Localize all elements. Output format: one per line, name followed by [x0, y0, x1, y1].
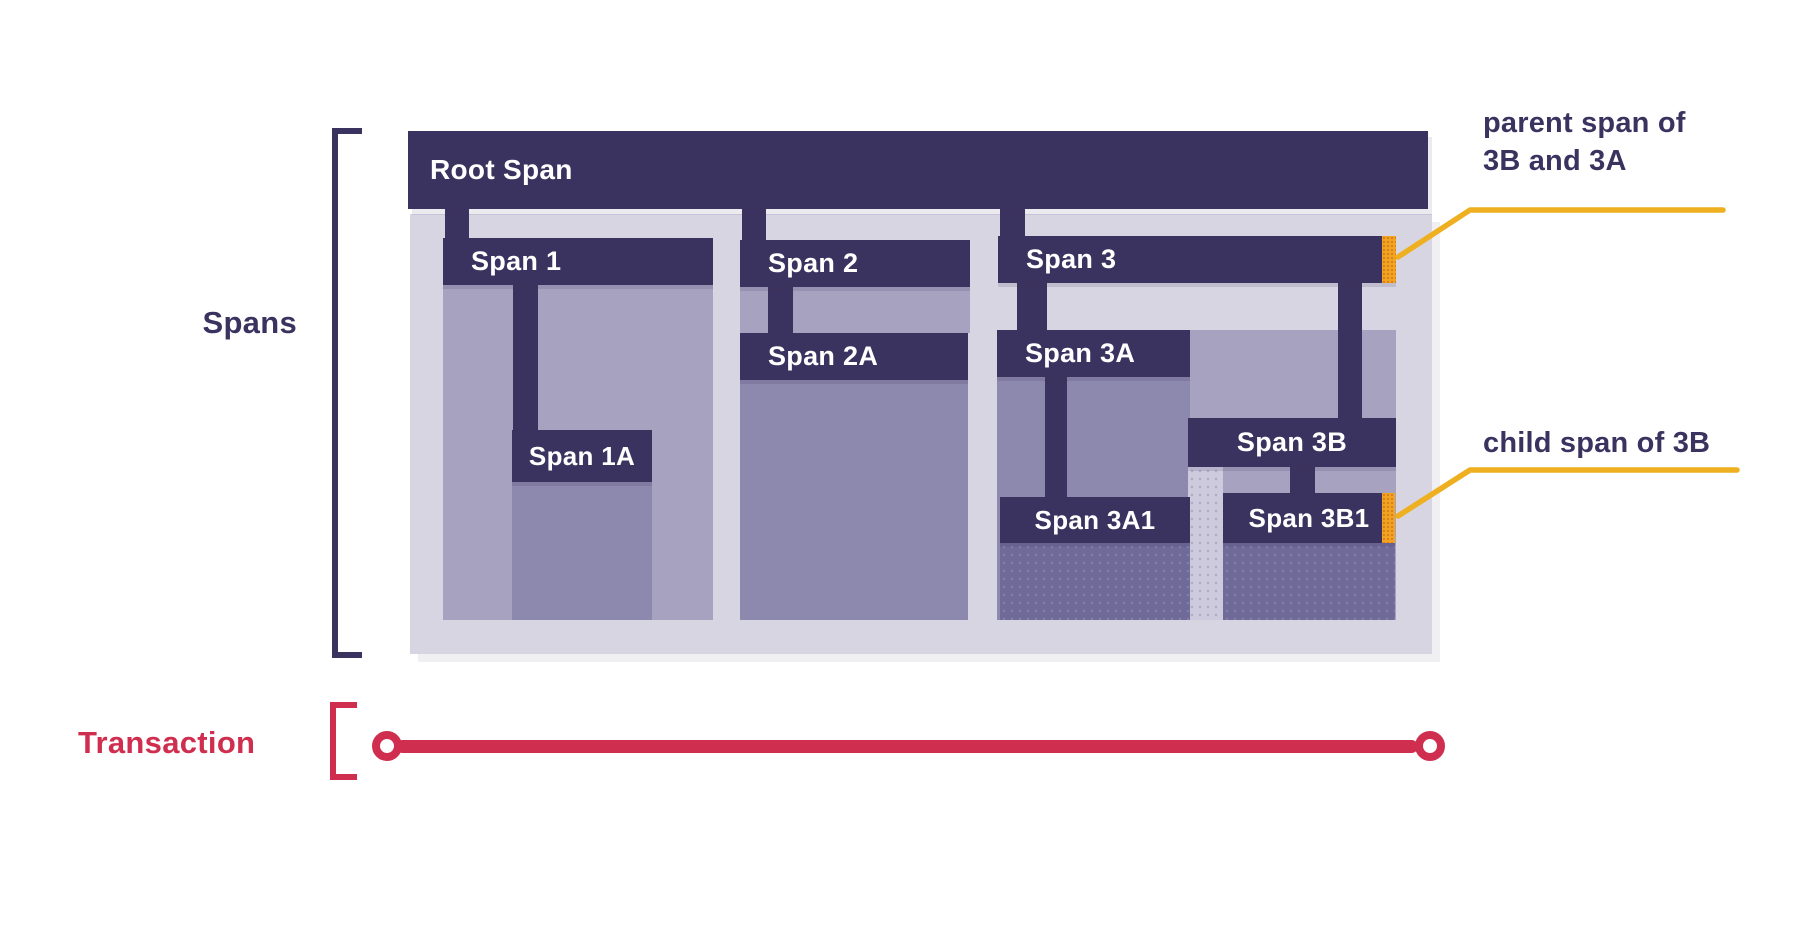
- child-callout-line: [1395, 467, 1740, 519]
- span-3b-left-gap-strip: [1188, 467, 1223, 620]
- span-2-label: Span 2: [768, 248, 859, 278]
- root-span-label: Root Span: [430, 154, 573, 185]
- span-3a1-bar: Span 3A1: [1000, 497, 1190, 543]
- connector-span3-to-span3a: [1017, 283, 1047, 331]
- transaction-bracket: [330, 702, 357, 780]
- transaction-section-label: Transaction: [78, 725, 256, 760]
- transaction-start-circle: [372, 731, 402, 761]
- span-3-bar: Span 3: [998, 236, 1396, 283]
- span-3-label: Span 3: [1026, 244, 1117, 274]
- span-3b1-highlight-marker: [1382, 493, 1395, 543]
- connector-span3-to-span3b: [1338, 283, 1362, 419]
- connector-root-to-span1: [445, 209, 469, 241]
- span-3a1-label: Span 3A1: [1034, 504, 1156, 535]
- span-2a-label: Span 2A: [768, 341, 879, 371]
- connector-span3b-to-span3b1: [1290, 467, 1315, 494]
- root-span-bar: Root Span: [408, 131, 1428, 209]
- parent-span-annotation: parent span of 3B and 3A: [1483, 104, 1686, 180]
- span-1-bar: Span 1: [443, 238, 713, 285]
- span-3b-bar: Span 3B: [1188, 418, 1396, 467]
- span-2a-duration-fill: [740, 380, 968, 620]
- connector-span1-to-span1a: [513, 285, 538, 431]
- span-3b1-duration-fill: [1223, 543, 1395, 620]
- span-3a-label: Span 3A: [1025, 338, 1136, 368]
- parent-span-annotation-line2: 3B and 3A: [1483, 145, 1627, 177]
- connector-span2-to-span2a: [768, 287, 793, 334]
- span-3b1-bar: Span 3B1: [1223, 493, 1395, 543]
- span-2-bar: Span 2: [740, 240, 970, 287]
- child-span-annotation: child span of 3B: [1483, 427, 1711, 459]
- parent-callout-line: [1395, 207, 1726, 260]
- transaction-end-circle: [1415, 731, 1445, 761]
- parent-span-annotation-line1: parent span of: [1483, 107, 1686, 139]
- span-3a-bar: Span 3A: [997, 330, 1190, 377]
- connector-root-to-span3: [1000, 209, 1025, 239]
- span-2a-bar: Span 2A: [740, 333, 968, 380]
- span-3a1-duration-fill: [1000, 543, 1190, 620]
- connector-root-to-span2: [742, 209, 766, 243]
- span-1a-duration-fill: [512, 482, 652, 620]
- span-3-highlight-marker: [1382, 236, 1396, 283]
- span-1-label: Span 1: [471, 246, 562, 276]
- span-1a-label: Span 1A: [528, 440, 636, 471]
- transaction-timeline: [396, 740, 1418, 753]
- spans-bracket: [332, 128, 362, 658]
- span-3b-label: Span 3B: [1236, 427, 1348, 457]
- spans-section-label: Spans: [202, 305, 297, 340]
- span-1a-bar: Span 1A: [512, 430, 652, 482]
- span-3b1-label: Span 3B1: [1248, 502, 1370, 533]
- connector-span3a-to-span3a1: [1045, 377, 1067, 498]
